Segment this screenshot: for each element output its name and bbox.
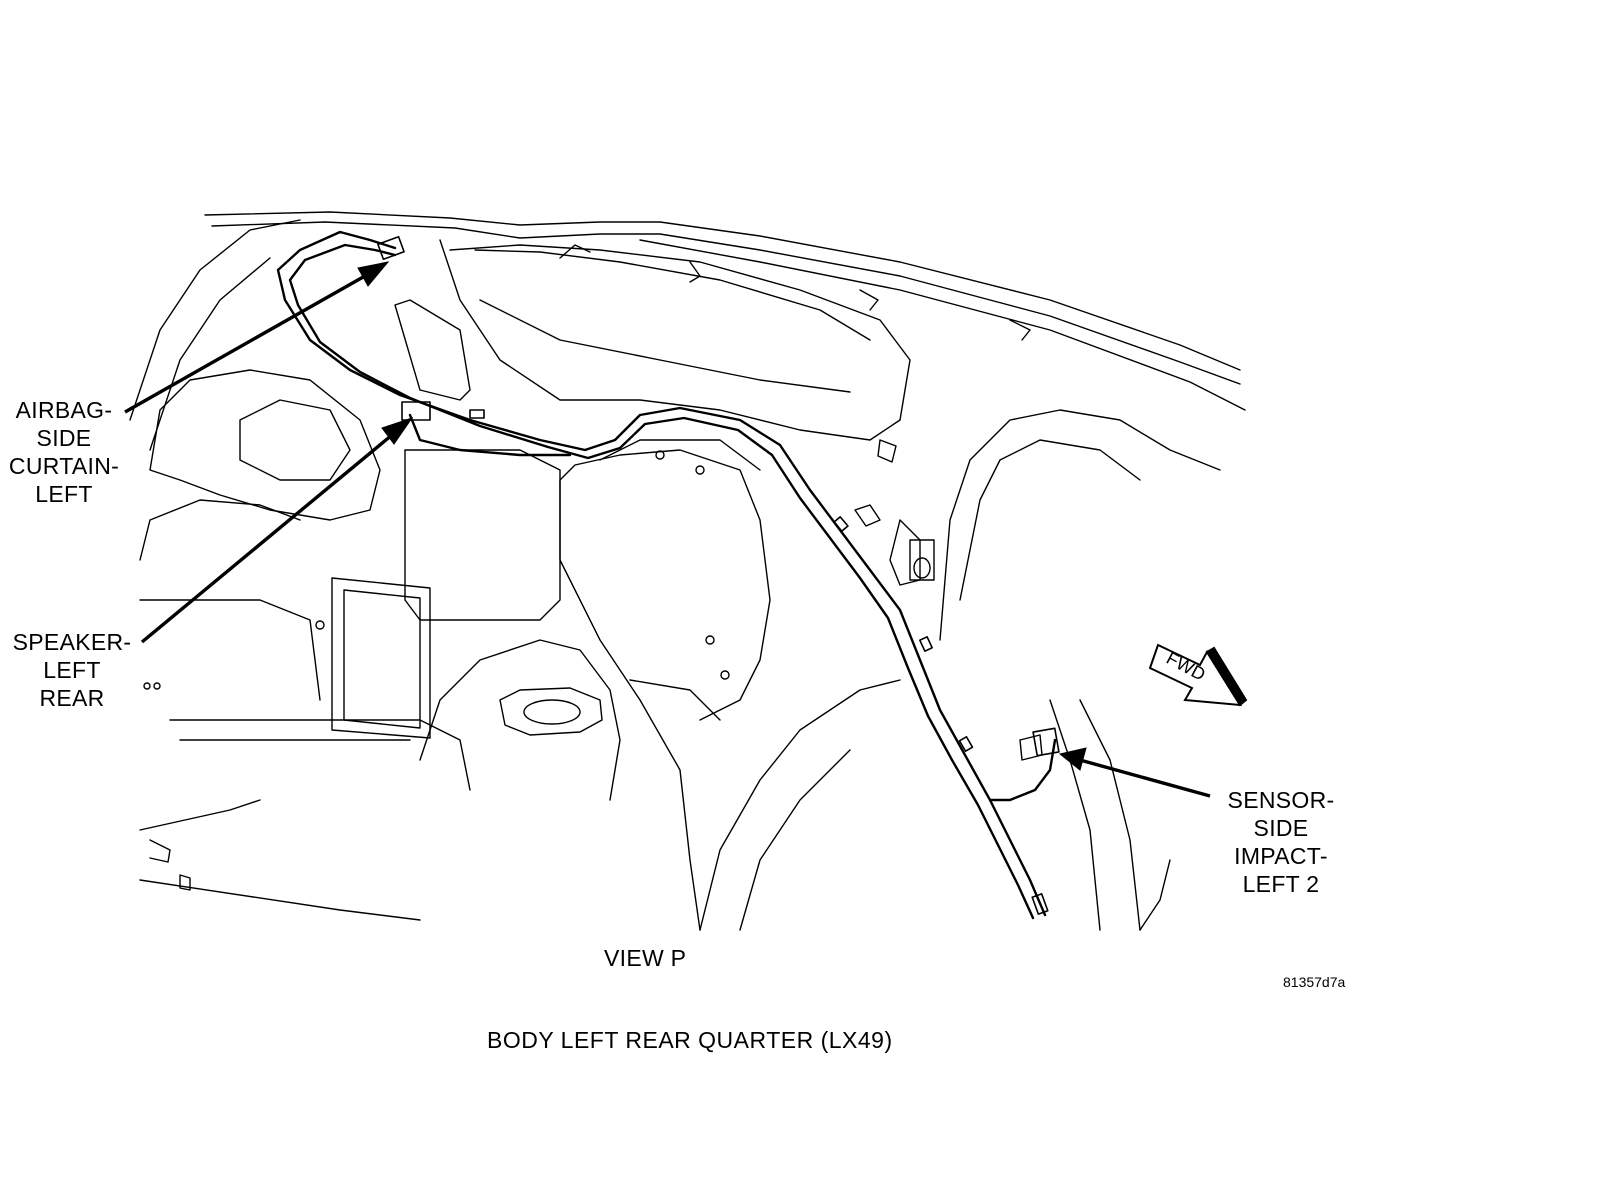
speaker-leader <box>140 428 400 644</box>
callout-line: SENSOR- <box>1227 787 1335 813</box>
callout-line: REAR <box>39 685 105 711</box>
callout-line: SIDE <box>36 425 92 451</box>
callout-line: SPEAKER- <box>12 629 132 655</box>
airbag-leader <box>124 270 373 414</box>
callout-line: LEFT 2 <box>1242 871 1320 897</box>
center-pillar <box>419 439 771 931</box>
callout-line: LEFT <box>35 481 93 507</box>
speaker-arrowhead <box>381 417 414 445</box>
upper-body-panel <box>204 211 1246 441</box>
callout-line: SIDE <box>1253 815 1309 841</box>
wheel-arch <box>699 409 1221 931</box>
connector-group <box>377 235 1060 915</box>
callout-speaker-left-rear: SPEAKER- LEFT REAR <box>2 628 142 712</box>
callout-airbag-side-curtain-left: AIRBAG- SIDE CURTAIN- LEFT <box>0 396 128 508</box>
callout-line: IMPACT- <box>1234 843 1328 869</box>
sensor-connector <box>1032 727 1060 757</box>
callout-sensor-side-impact-left-2: SENSOR- SIDE IMPACT- LEFT 2 <box>1210 786 1352 898</box>
figure-caption: BODY LEFT REAR QUARTER (LX49) <box>487 1027 893 1053</box>
fwd-arrow-icon: FWD <box>1148 643 1248 707</box>
trim-opening <box>143 577 431 739</box>
callout-line: LEFT <box>43 657 101 683</box>
view-label: VIEW P <box>604 945 687 971</box>
wiring-harness <box>276 230 1057 920</box>
airbag-connector <box>377 235 405 261</box>
sensor-leader <box>1079 758 1211 798</box>
inner-quarter-panel <box>129 219 561 921</box>
leader-arrows <box>124 261 1211 798</box>
callout-line: AIRBAG- <box>15 397 113 423</box>
figure-code: 81357d7a <box>1283 974 1346 990</box>
airbag-arrowhead <box>357 261 390 287</box>
speaker-connector <box>401 401 431 421</box>
callout-line: CURTAIN- <box>8 453 120 479</box>
sensor-arrowhead <box>1058 747 1087 771</box>
